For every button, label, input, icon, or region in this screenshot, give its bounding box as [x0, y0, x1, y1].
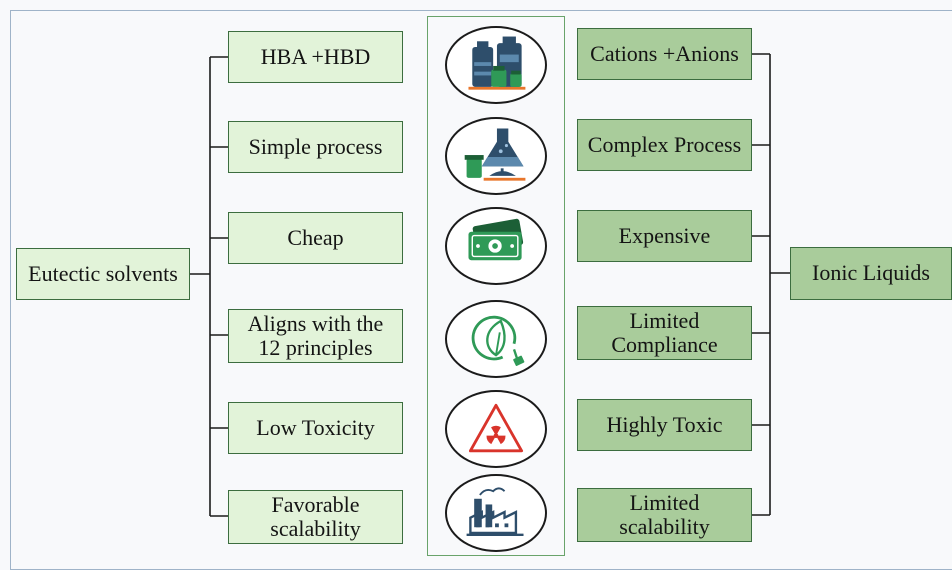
ionic-property-box: Complex Process: [577, 119, 752, 171]
connector-lines: [190, 53, 790, 517]
property-label: Favorable scalability: [270, 491, 361, 541]
eutectic-property-box: Aligns with the 12 principles: [228, 309, 403, 363]
eutectic-property-box: Favorable scalability: [228, 490, 403, 544]
flask-beaker-icon: [445, 117, 547, 195]
eutectic-property-box: Cheap: [228, 212, 403, 264]
hub-label: Eutectic solvents: [28, 260, 178, 286]
ionic-property-box: Expensive: [577, 210, 752, 262]
property-label: Low Toxicity: [256, 414, 375, 440]
property-label: Complex Process: [587, 131, 742, 157]
money-icon: [445, 207, 547, 285]
ionic-property-box: Limited Compliance: [577, 306, 752, 360]
property-label: Cheap: [287, 224, 344, 250]
ionic-liquids-hub: Ionic Liquids: [790, 247, 952, 300]
property-label: Highly Toxic: [606, 411, 723, 437]
factory-icon: [445, 474, 547, 552]
ionic-property-box: Cations +Anions: [577, 28, 752, 80]
eutectic-property-box: HBA +HBD: [228, 31, 403, 83]
property-label: Limited Compliance: [611, 307, 718, 357]
radiation-warning-icon: [445, 390, 547, 468]
property-label: Simple process: [248, 133, 383, 159]
eco-leaf-plug-icon: [445, 300, 547, 378]
eutectic-property-box: Low Toxicity: [228, 402, 403, 454]
property-label: HBA +HBD: [260, 43, 371, 69]
eutectic-solvents-hub: Eutectic solvents: [16, 248, 190, 300]
ionic-property-box: Highly Toxic: [577, 399, 752, 451]
property-label: Expensive: [618, 222, 711, 248]
property-label: Aligns with the 12 principles: [247, 310, 384, 360]
hub-label: Ionic Liquids: [812, 260, 930, 286]
property-label: Cations +Anions: [590, 40, 739, 66]
property-label: Limited scalability: [619, 489, 710, 539]
chemical-bottles-icon: [445, 26, 547, 104]
ionic-property-box: Limited scalability: [577, 488, 752, 542]
eutectic-property-box: Simple process: [228, 121, 403, 173]
